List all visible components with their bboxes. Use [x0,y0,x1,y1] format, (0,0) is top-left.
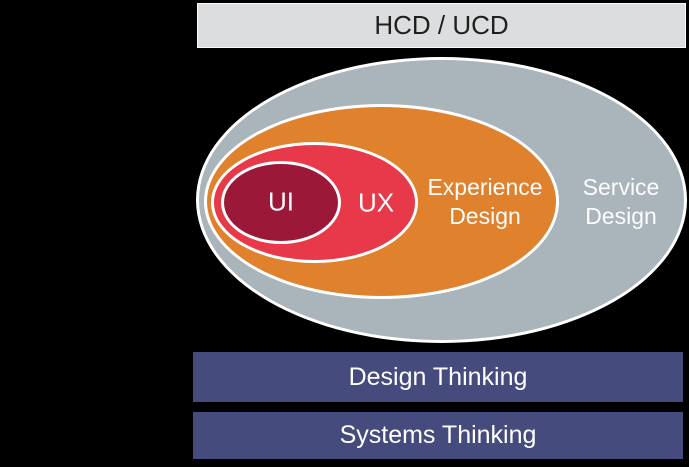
experience-design-label: Experience Design [427,173,542,231]
hcd-ucd-label: HCD / UCD [374,10,509,40]
ui-ellipse [221,161,341,244]
experience-design-label-line1: Experience [427,174,543,200]
experience-design-label-line2: Design [449,203,521,229]
design-thinking-bar: Design Thinking [193,352,683,402]
systems-thinking-label: Systems Thinking [339,421,537,449]
ux-label: UX [357,187,395,218]
ui-label: UI [268,186,294,217]
hcd-ucd-bar: HCD / UCD [197,3,686,48]
service-design-label-line1: Service [582,174,660,200]
service-design-label-line2: Design [585,203,657,229]
systems-thinking-bar: Systems Thinking [193,412,683,459]
service-design-label: Service Design [583,173,660,231]
design-thinking-label: Design Thinking [348,362,528,391]
